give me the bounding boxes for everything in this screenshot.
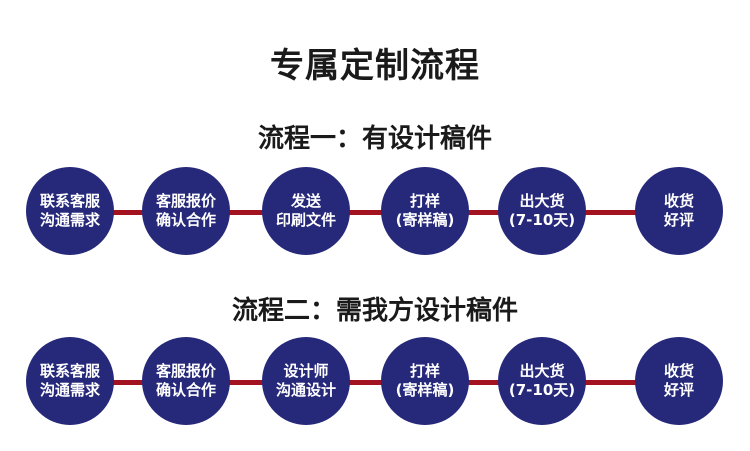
flow-step-label: 客服报价 [155,192,216,210]
flow-step-label: 沟通需求 [39,211,100,229]
flow-step-label: 联系客服 [39,192,100,210]
flow-connector [112,210,144,215]
flow-step-circle: 出大货(7-10天) [498,337,586,425]
flow-2-steps: 联系客服沟通需求客服报价确认合作设计师沟通设计打样(寄样稿)出大货(7-10天)… [0,337,750,427]
flow-step-circle: 设计师沟通设计 [262,337,350,425]
flow-step-label: 出大货 [519,362,565,380]
flow-step-label: 收货 [663,192,694,210]
flow-step-circle: 收货好评 [635,167,723,255]
flow-step-label: 收货 [663,362,694,380]
flow-connector [112,380,144,385]
flow-step-label: 印刷文件 [275,211,336,229]
flow-connector [228,210,264,215]
flow-step-label: 设计师 [283,362,329,380]
flow-connector [348,380,383,385]
flow-connector [467,380,500,385]
flow-connector [467,210,500,215]
flow-step-label: 确认合作 [155,211,216,229]
flow-step-label: 沟通设计 [275,381,336,399]
flow-step-label: 出大货 [519,192,565,210]
page-title: 专属定制流程 [270,46,480,86]
flow-step-label: (寄样稿) [395,381,455,399]
flow-step-circle: 发送印刷文件 [262,167,350,255]
flow-1-heading: 流程一：有设计稿件 [257,124,492,154]
flow-connector [584,380,637,385]
flow-step-circle: 客服报价确认合作 [142,167,230,255]
flow-step-label: (7-10天) [508,381,576,399]
flow-step-label: 沟通需求 [39,381,100,399]
flow-step-circle: 打样(寄样稿) [381,337,469,425]
flow-step-label: 好评 [663,211,694,229]
flow-step-circle: 联系客服沟通需求 [26,167,114,255]
flow-connector [348,210,383,215]
flow-step-label: 联系客服 [39,362,100,380]
flow-step-label: 确认合作 [155,381,216,399]
flow-connector [228,380,264,385]
flow-step-circle: 出大货(7-10天) [498,167,586,255]
flow-step-label: 打样 [409,362,440,380]
flow-step-label: (寄样稿) [395,211,455,229]
flow-step-label: 好评 [663,381,694,399]
flow-1-steps: 联系客服沟通需求客服报价确认合作发送印刷文件打样(寄样稿)出大货(7-10天)收… [0,167,750,257]
flow-connector [584,210,637,215]
flow-step-circle: 打样(寄样稿) [381,167,469,255]
flow-step-label: (7-10天) [508,211,576,229]
flow-step-label: 客服报价 [155,362,216,380]
flow-step-circle: 收货好评 [635,337,723,425]
flow-step-circle: 客服报价确认合作 [142,337,230,425]
flow-step-label: 打样 [409,192,440,210]
flow-step-label: 发送 [290,192,321,210]
flow-step-circle: 联系客服沟通需求 [26,337,114,425]
flow-2-heading: 流程二：需我方设计稿件 [231,296,518,326]
